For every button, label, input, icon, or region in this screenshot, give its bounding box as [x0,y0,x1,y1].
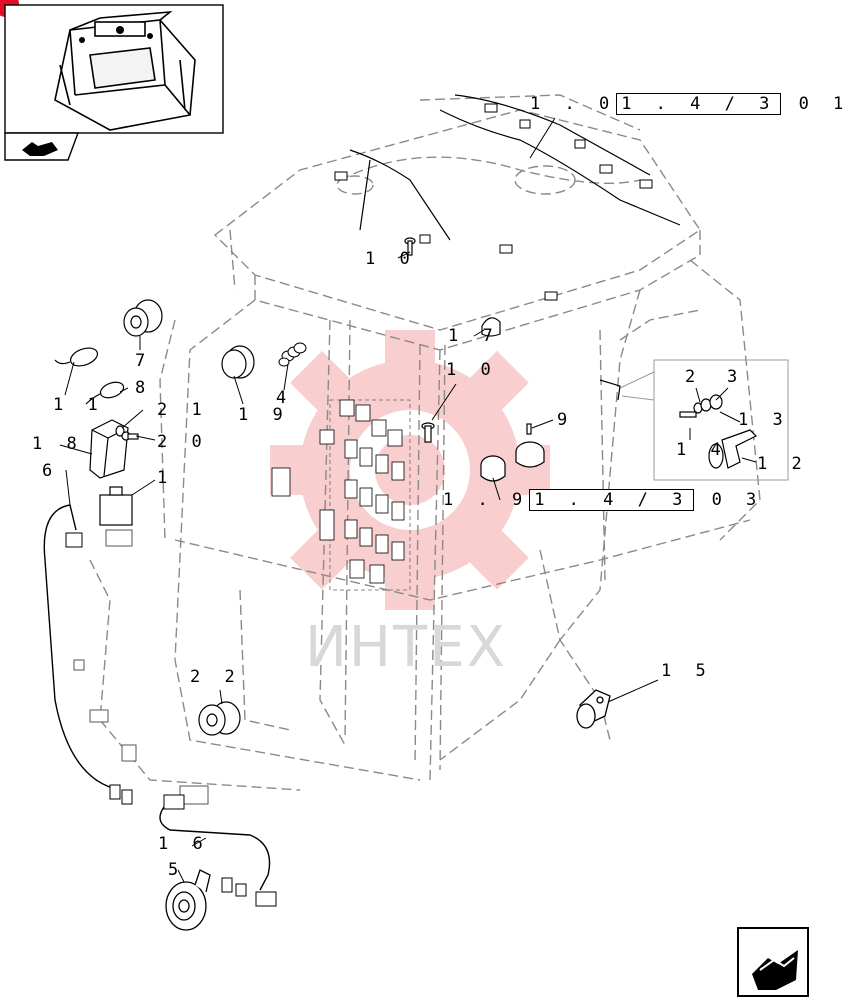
label-17: 1 7 [448,326,500,346]
ref-mid-box[interactable]: 1 . 4 / 3 [529,489,695,511]
exploded-diagram [0,0,809,997]
label-22: 2 2 [190,667,242,687]
part-11-lamp [54,347,99,367]
nav-prev-icon[interactable] [4,132,80,161]
label-3: 3 [727,367,745,387]
label-21: 2 1 [157,400,209,420]
label-6: 6 [42,461,60,481]
label-5: 5 [168,860,186,880]
label-11: 1 1 [53,395,105,415]
watermark-text: ИНТЕХ [305,615,507,680]
part-5-horn [165,869,211,931]
part-20-screw [121,431,139,441]
ref-mid-suffix: 0 3 [711,490,764,510]
label-7: 7 [135,351,153,371]
part-10-bolt-center [421,422,435,443]
cab-thumbnail[interactable] [4,4,224,134]
label-9: 9 [557,410,575,430]
label-4: 4 [276,388,294,408]
label-10-roof: 1 0 [365,249,417,269]
part-9-key-switch [480,423,545,482]
part-22-grommet [198,701,241,736]
cab-outline [89,94,761,791]
label-18: 1 8 [32,434,84,454]
part-21-washer [115,425,125,437]
label-16: 1 6 [158,834,210,854]
part-4-plug [278,342,307,367]
label-14: 1 4 [676,440,728,460]
label-20: 2 0 [157,432,209,452]
label-2: 2 [685,367,703,387]
leader-lines [59,117,757,883]
part-16-harness [159,799,271,891]
roof-harness [349,94,681,241]
fuse-relay-board [271,399,411,591]
label-15: 1 5 [661,661,713,681]
label-19: 1 9 [238,405,290,425]
ref-top-prefix: 1 . 0 [530,94,617,114]
ref-top-box[interactable]: 1 . 4 / 3 [616,93,782,115]
inset-detail [619,359,789,481]
label-10-center: 1 0 [446,360,498,380]
part-1-connector [99,486,133,526]
part-7-grommet [123,299,163,337]
label-12: 1 2 [757,454,809,474]
label-1: 1 [157,468,175,488]
part-8-lamp [85,381,125,405]
part-15-clip [576,689,611,729]
part-10-bolt-roof [404,237,416,256]
nav-next-icon[interactable] [737,927,809,997]
ref-top-suffix: 0 1 [798,94,850,114]
label-8: 8 [135,378,153,398]
ref-mid-prefix: 1 . 9 [443,490,530,510]
part-6-harness [43,504,121,791]
label-13: 1 3 [738,410,790,430]
part-19-cap [221,345,255,379]
part-17-plug [481,317,501,337]
